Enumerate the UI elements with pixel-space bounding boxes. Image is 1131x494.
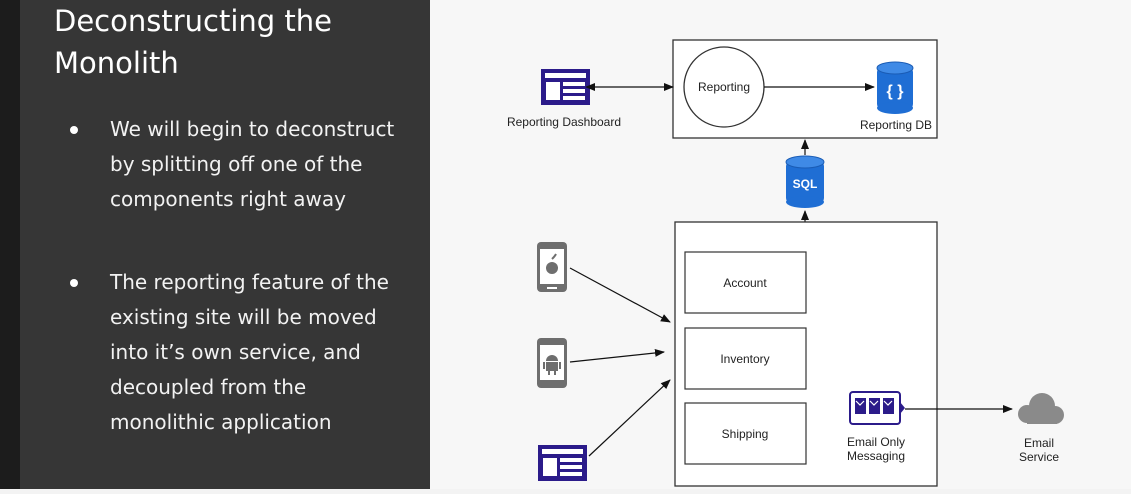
db-glyph: { }: [887, 83, 904, 100]
web-to-app-arrow: [588, 379, 671, 457]
inventory-label: Inventory: [720, 352, 769, 366]
sql-database-icon: [785, 155, 825, 208]
android-phone-icon: [537, 338, 567, 388]
shipping-module-box: [684, 402, 807, 465]
message-queue-icon: [849, 391, 905, 425]
bullet-item-2: The reporting feature of the existing si…: [70, 265, 410, 440]
left-edge-bar: [0, 0, 20, 489]
slide-text-panel: Deconstructing the Monolith We will begi…: [20, 0, 430, 489]
inventory-module-box: [684, 327, 807, 390]
cloud-icon: [1018, 393, 1064, 424]
slide-title-line-2: Monolith: [54, 46, 179, 80]
reporting-label: Reporting: [698, 80, 750, 94]
bullet-dot-icon: [70, 279, 78, 287]
browser-window-icon: [541, 69, 590, 105]
account-label: Account: [723, 276, 767, 290]
apple-phone-icon: [537, 242, 567, 292]
account-module-box: [684, 251, 807, 314]
bullet-text-2: The reporting feature of the existing si…: [110, 270, 389, 434]
bullet-item-1: We will begin to deconstruct by splittin…: [70, 112, 410, 217]
bullet-dot-icon: [70, 126, 78, 134]
shipping-label: Shipping: [722, 427, 769, 441]
email-messaging-label-line-2: Messaging: [847, 449, 905, 463]
architecture-diagram: Reporting { } Reporting DB Reporting Das…: [430, 0, 1131, 489]
bullet-text-1: We will begin to deconstruct by splittin…: [110, 117, 395, 211]
diagram-canvas: Reporting { } Reporting DB Reporting Das…: [507, 39, 1064, 487]
email-service-label-line-2: Service: [1019, 450, 1059, 464]
reporting-db-label: Reporting DB: [860, 118, 932, 132]
android-to-app-arrow: [569, 348, 665, 363]
apple-to-app-arrow: [569, 267, 671, 323]
reporting-dashboard-label: Reporting Dashboard: [507, 115, 621, 129]
email-messaging-label-line-1: Email Only: [847, 435, 905, 449]
browser-window-icon: [538, 445, 587, 481]
slide-title: Deconstructing the Monolith: [54, 0, 424, 84]
sql-label: SQL: [793, 177, 818, 191]
database-icon: [876, 61, 914, 114]
email-service-label-line-1: Email: [1024, 436, 1054, 450]
slide-title-line-1: Deconstructing the: [54, 4, 332, 38]
